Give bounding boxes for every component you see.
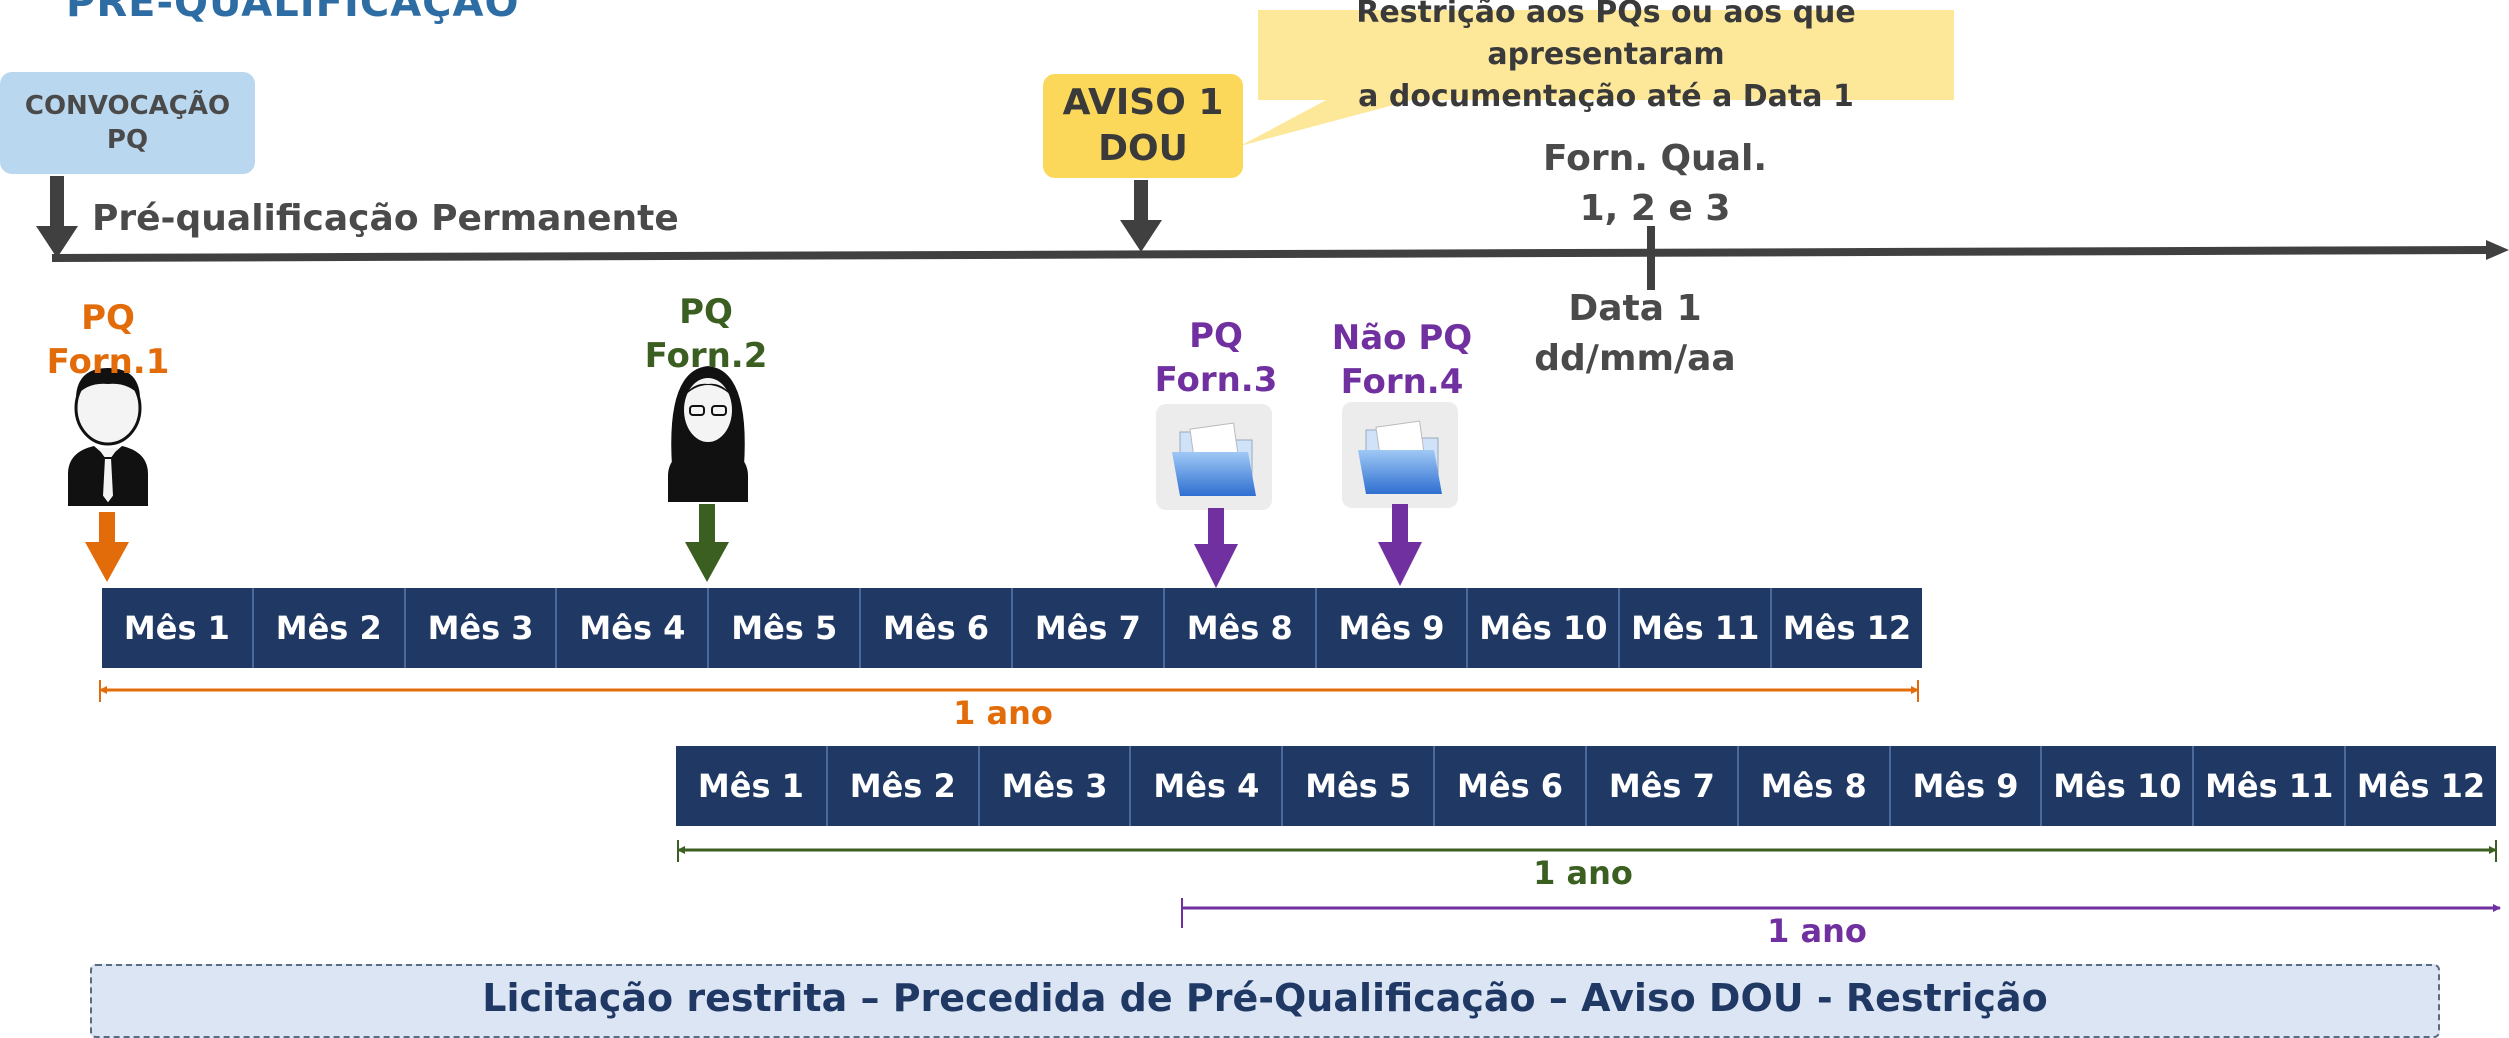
data1-line1: Data 1 <box>1568 288 1702 329</box>
month-cell: Mês 11 <box>1620 588 1773 668</box>
supplier4-status: Não PQ <box>1331 318 1473 358</box>
convocacao-line1: CONVOCAÇÃO <box>24 91 231 121</box>
month-cell: Mês 3 <box>979 746 1132 826</box>
male-user-icon <box>68 368 148 506</box>
year-label-orange: 1 ano <box>953 694 1053 732</box>
supplier3-arrow <box>1194 508 1238 588</box>
month-cell: Mês 9 <box>1316 588 1469 668</box>
folder-icon <box>1342 402 1458 508</box>
callout-line1: Restrição aos PQs ou aos que apresentara… <box>1356 0 1856 72</box>
main-timeline <box>51 240 2509 262</box>
month-cell: Mês 1 <box>102 588 254 668</box>
year-span-arrow-orange <box>99 680 1919 702</box>
supplier2-label: PQ Forn.2 <box>628 290 784 378</box>
month-cell: Mês 5 <box>1283 746 1436 826</box>
year-label-purple: 1 ano <box>1767 912 1867 950</box>
month-cell: Mês 11 <box>2194 746 2347 826</box>
supplier1-name: Forn.1 <box>46 342 170 382</box>
month-cell: Mês 12 <box>2346 746 2496 826</box>
data1-label: Data 1 dd/mm/aa <box>1520 284 1750 384</box>
month-cell: Mês 6 <box>1435 746 1587 826</box>
year-span-arrow-green <box>677 840 2497 862</box>
month-cell: Mês 2 <box>253 588 406 668</box>
supplier1-label: PQ Forn.1 <box>30 296 186 384</box>
supplier4-label: Não PQ Forn.4 <box>1314 316 1490 404</box>
month-cell: Mês 7 <box>1012 588 1165 668</box>
forn-qual-line1: Forn. Qual. <box>1543 138 1767 179</box>
convocacao-arrow <box>36 176 78 258</box>
aviso-line2: DOU <box>1098 128 1188 169</box>
month-cell: Mês 10 <box>2042 746 2195 826</box>
permanent-prequalification-label: Pré-qualificação Permanente <box>92 198 679 239</box>
month-cell: Mês 8 <box>1738 746 1891 826</box>
supplier3-label: PQ Forn.3 <box>1138 314 1294 402</box>
month-cell: Mês 9 <box>1890 746 2043 826</box>
month-cell: Mês 8 <box>1164 588 1317 668</box>
qualified-suppliers-label: Forn. Qual. 1, 2 e 3 <box>1520 134 1790 234</box>
month-cell: Mês 3 <box>405 588 558 668</box>
month-cell: Mês 5 <box>709 588 862 668</box>
folder-icon <box>1156 404 1272 510</box>
female-user-icon <box>668 366 748 502</box>
restriction-callout: Restrição aos PQs ou aos que apresentara… <box>1258 0 1954 114</box>
convocacao-line2: PQ <box>106 125 149 155</box>
year-span-arrow-purple <box>1181 898 2501 928</box>
month-cell: Mês 6 <box>861 588 1013 668</box>
month-cell: Mês 4 <box>557 588 710 668</box>
month-bar-1: Mês 1 Mês 2 Mês 3 Mês 4 Mês 5 Mês 6 Mês … <box>102 588 1922 668</box>
aviso-dou-box: AVISO 1 DOU <box>1043 74 1243 178</box>
forn-qual-line2: 1, 2 e 3 <box>1579 188 1731 229</box>
callout-line2: a documentação até a Data 1 <box>1358 79 1854 114</box>
page-title: PRÉ-QUALIFICAÇÃO <box>66 0 520 26</box>
aviso-line1: AVISO 1 <box>1062 82 1224 123</box>
month-cell: Mês 4 <box>1131 746 1284 826</box>
month-cell: Mês 7 <box>1586 746 1739 826</box>
month-bar-2: Mês 1 Mês 2 Mês 3 Mês 4 Mês 5 Mês 6 Mês … <box>676 746 2496 826</box>
aviso-arrow <box>1120 180 1162 252</box>
month-cell: Mês 2 <box>827 746 980 826</box>
data1-tick <box>1647 226 1655 290</box>
supplier4-name: Forn.4 <box>1340 362 1464 402</box>
supplier1-status: PQ <box>81 298 135 338</box>
callout-pointer <box>1240 98 1420 146</box>
supplier3-name: Forn.3 <box>1154 360 1278 400</box>
data1-line2: dd/mm/aa <box>1534 338 1736 379</box>
month-cell: Mês 12 <box>1772 588 1922 668</box>
supplier2-status: PQ <box>679 292 733 332</box>
supplier4-arrow <box>1378 504 1422 586</box>
supplier2-arrow <box>685 504 729 582</box>
supplier1-arrow <box>85 512 129 582</box>
supplier2-name: Forn.2 <box>644 336 768 376</box>
month-cell: Mês 10 <box>1468 588 1621 668</box>
convocacao-pq-box: CONVOCAÇÃO PQ <box>0 72 255 174</box>
year-label-green: 1 ano <box>1533 854 1633 892</box>
footer-banner: Licitação restrita – Precedida de Pré-Qu… <box>90 964 2440 1038</box>
month-cell: Mês 1 <box>676 746 828 826</box>
supplier3-status: PQ <box>1189 316 1243 356</box>
